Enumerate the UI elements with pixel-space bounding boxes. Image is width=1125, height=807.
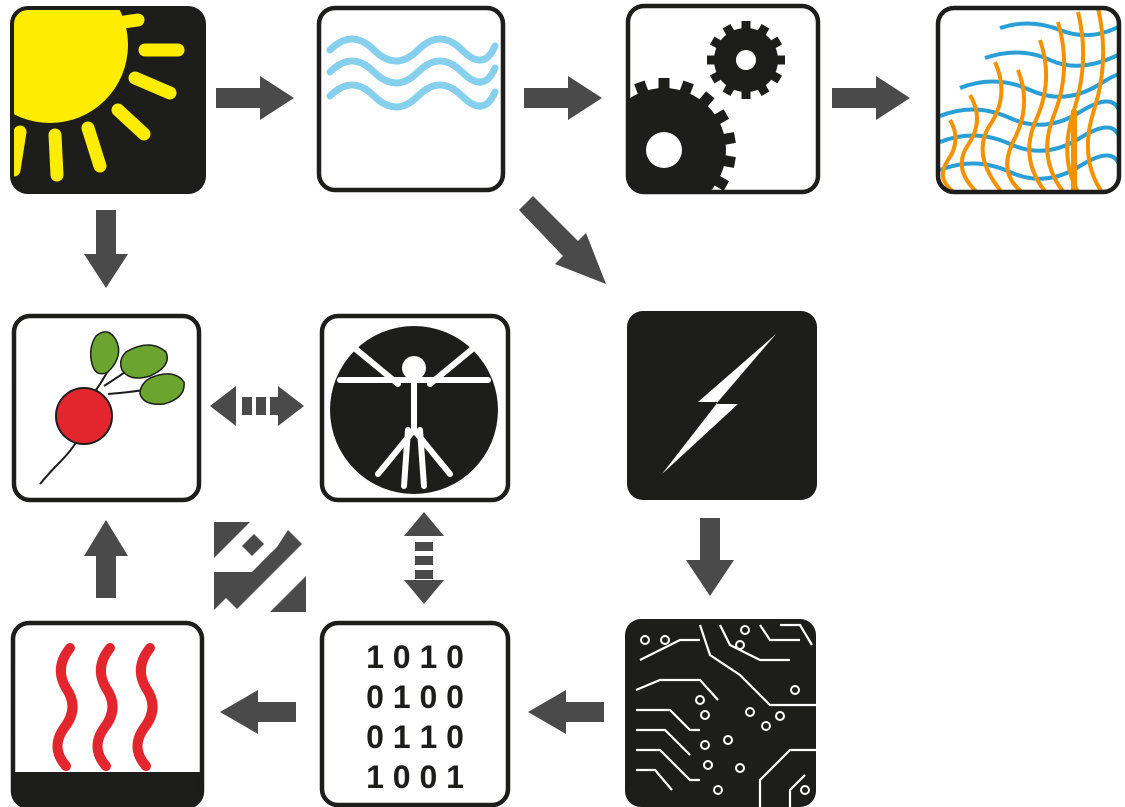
circuit-board-icon [635,623,816,807]
arrow-heat-to-radish [84,520,128,598]
binary-row: 1 0 1 0 [366,639,464,675]
gear-tooth [599,109,615,125]
binary-row: 0 1 0 0 [366,679,464,715]
arrows [84,76,910,734]
gear-tooth [722,132,736,145]
node-gears [592,3,821,222]
arrow-radish-human-bidirectional [210,386,304,426]
node-heat [10,620,205,807]
arrow-binary-to-heat [220,690,296,734]
node-sun [10,6,206,194]
gear-tooth [592,132,606,145]
radish-icon [39,331,185,485]
arrow-human-binary-bidirectional [404,512,444,604]
gear-tooth [634,80,649,96]
gear-tooth [757,23,770,37]
binary-row: 1 0 0 1 [366,759,464,795]
gear-tooth [707,55,716,65]
arrow-sun-to-radish [84,210,128,288]
gear-tooth [614,192,630,208]
gear-tooth [722,155,736,168]
gear-tooth [741,90,751,99]
arrow-water-to-gears [524,76,602,120]
gear-tooth [722,23,735,37]
node-electricity [627,311,817,500]
gear-tooth [713,109,730,125]
gear-tooth [658,78,670,90]
vitruvian-man-icon [337,343,491,489]
gear-tooth [713,175,730,191]
heat-waves-icon [13,643,202,807]
arrow-gears-to-fabric [832,76,910,120]
arrow-human-to-heat [214,530,302,610]
lightning-bolt-icon [662,334,776,474]
gear-tooth [698,192,714,208]
gear-tooth [698,91,715,108]
gear-tooth [592,155,606,168]
gear-tooth [679,205,693,220]
node-binary: 1 0 1 0 0 1 0 0 0 1 1 0 1 0 0 1 [319,620,511,807]
gear-tooth [741,21,751,30]
arrow-electricity-to-circuit [686,518,734,596]
arrow-circuit-to-binary [528,690,604,734]
sun-icon [12,8,185,182]
gear-tooth [709,36,723,49]
gear-tooth [659,210,670,222]
gear-tooth [599,175,615,191]
gear-tooth [679,80,694,96]
node-circuit [625,619,816,807]
binary-code-icon: 1 0 1 0 0 1 0 0 0 1 1 0 1 0 0 1 [366,639,464,795]
node-human [319,313,511,503]
binary-row: 0 1 1 0 [366,719,464,755]
gear-tooth [769,36,783,49]
arrow-water-to-electricity [519,196,606,284]
gears-icon [592,21,785,222]
gear-tooth [757,83,770,97]
node-fabric [935,5,1122,195]
gear-tooth [776,55,785,65]
arrow-sun-to-water [216,76,294,120]
node-water [316,5,506,193]
node-radish [11,313,202,503]
gear-tooth [769,71,783,84]
gear-tooth [709,71,723,84]
gear-tooth [634,205,648,220]
woven-fabric-icon [939,8,1119,192]
water-waves-icon [326,35,499,111]
gear-tooth [722,83,735,97]
arrow-heat-human-dashed [214,522,306,612]
